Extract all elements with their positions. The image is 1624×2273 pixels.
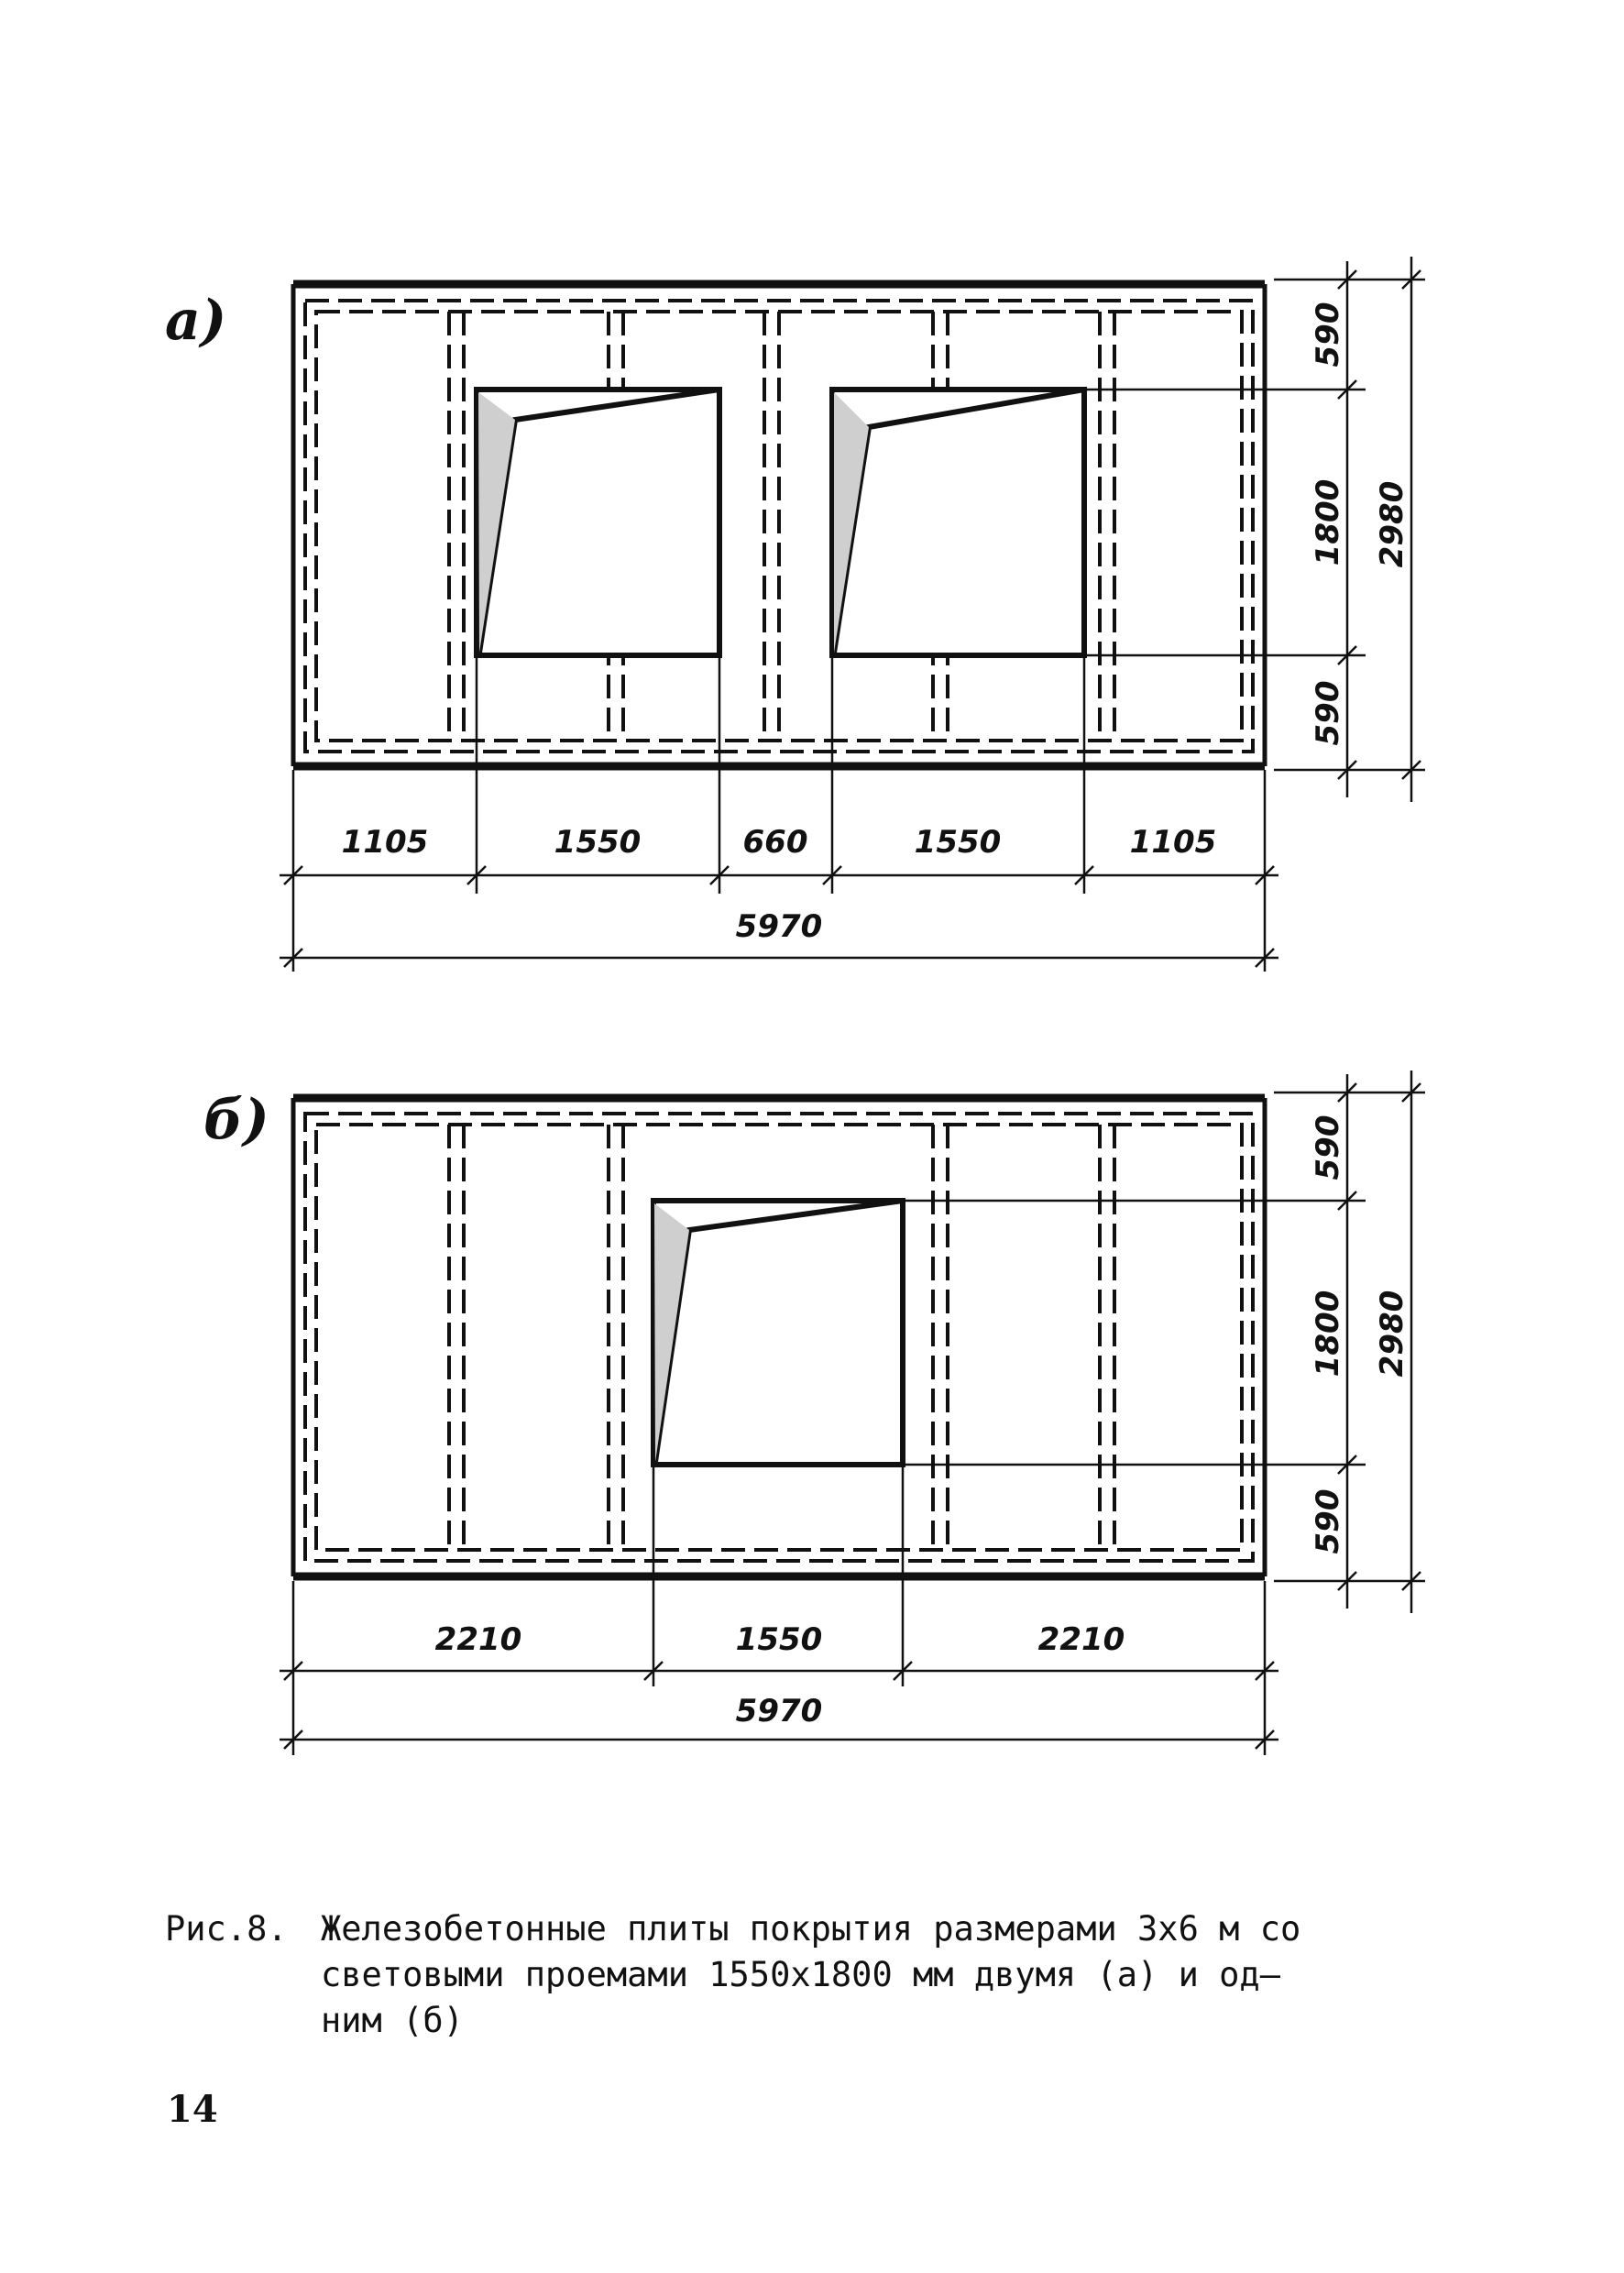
skylight-a-left: [474, 387, 722, 658]
dim-a-v-590-top: 590: [1310, 302, 1346, 368]
dim-b-v-1800: 1800: [1310, 1290, 1346, 1378]
dim-b-total-height: 2980: [1374, 1290, 1410, 1378]
caption-body: Железобетонные плиты покрытия размерами …: [321, 1906, 1485, 2044]
dim-b-v-590-top: 590: [1310, 1115, 1346, 1180]
dimension-lines-horizontal-a: [280, 655, 1278, 972]
slab-outline-b: [291, 1093, 1267, 1581]
slab-outline-a: [291, 280, 1267, 771]
dim-a-h-1550-right: 1550: [915, 824, 1002, 861]
dim-a-h-1550-left: 1550: [554, 824, 642, 861]
dim-a-total-width: 5970: [736, 908, 823, 945]
dim-a-total-height: 2980: [1374, 481, 1410, 568]
dim-a-h-660: 660: [743, 824, 808, 861]
caption-number: Рис.8.: [165, 1909, 288, 1949]
panel-b-label: б): [203, 1088, 269, 1152]
dim-b-h-2210-left: 2210: [435, 1621, 522, 1658]
dim-a-h-1105-left: 1105: [342, 824, 429, 861]
skylight-a-right: [829, 387, 1087, 658]
skylight-b: [651, 1198, 905, 1467]
page-number: 14: [167, 2088, 218, 2131]
caption-line: ним (б): [321, 2001, 464, 2040]
panel-b: б): [203, 1071, 1425, 1755]
dim-b-h-2210-right: 2210: [1038, 1621, 1125, 1658]
dimension-lines-vertical-b: [903, 1071, 1425, 1613]
dim-b-v-590-bottom: 590: [1310, 1489, 1346, 1554]
ribs-a: [303, 299, 1255, 753]
dim-a-v-1800: 1800: [1310, 479, 1346, 566]
dim-a-h-1105-right: 1105: [1130, 824, 1217, 861]
caption-line: световыми проемами 1550х1800 мм двумя (а…: [321, 1955, 1280, 1994]
panel-a: а): [165, 257, 1425, 972]
ribs-b: [303, 1112, 1255, 1563]
dim-b-h-1550: 1550: [736, 1621, 823, 1658]
panel-a-label: а): [165, 289, 226, 353]
dim-a-v-590-bottom: 590: [1310, 681, 1346, 746]
dim-b-total-width: 5970: [736, 1693, 823, 1729]
dimension-lines-horizontal-b: [280, 1465, 1278, 1755]
dimension-lines-vertical-a: [1084, 257, 1425, 802]
caption-line: Железобетонные плиты покрытия размерами …: [321, 1909, 1301, 1949]
